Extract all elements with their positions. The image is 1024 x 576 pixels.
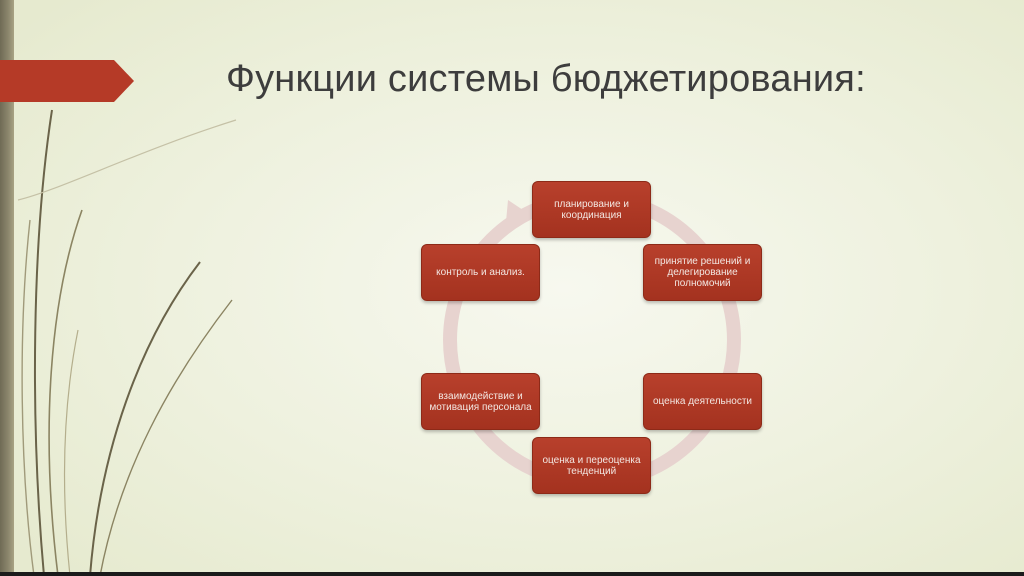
left-decorative-bar	[0, 0, 14, 576]
cycle-node-evaluation: оценка деятельности	[643, 373, 762, 430]
cycle-node-planning: планирование и координация	[532, 181, 651, 238]
cycle-node-control: контроль и анализ.	[421, 244, 540, 301]
slide-title: Функции системы бюджетирования:	[226, 58, 866, 100]
grass-decoration-icon	[17, 109, 237, 576]
cycle-node-decisions: принятие решений и делегирование полномо…	[643, 244, 762, 301]
cycle-node-trends: оценка и переоценка тенденций	[532, 437, 651, 494]
title-arrow-icon	[0, 60, 134, 102]
bottom-frame	[0, 572, 1024, 576]
cycle-arrowhead-icon	[506, 200, 526, 222]
cycle-node-motivation: взаимодействие и мотивация персонала	[421, 373, 540, 430]
